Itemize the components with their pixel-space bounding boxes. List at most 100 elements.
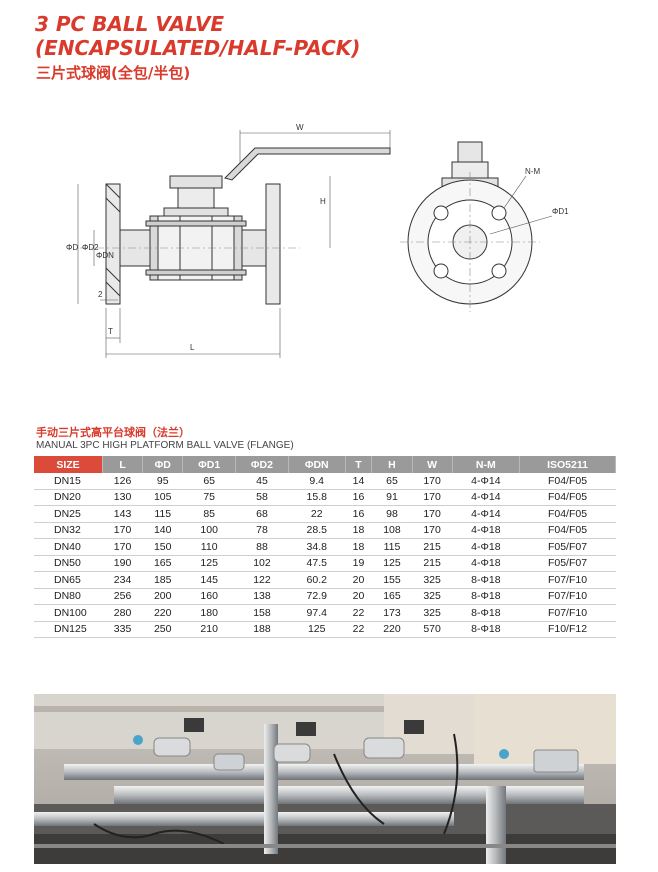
- label-t: T: [108, 327, 113, 336]
- cell-odn: 60.2: [288, 571, 346, 589]
- cell-t: 18: [345, 538, 372, 556]
- cell-od2: 45: [235, 473, 289, 490]
- cell-size: DN80: [34, 588, 103, 605]
- valve-technical-drawing: W H L T ΦD ΦD2 ΦDN 2 N-M ΦD1: [66, 123, 569, 358]
- header-od1: ΦD1: [182, 456, 237, 473]
- cell-l: 170: [102, 522, 143, 539]
- cell-h: 165: [371, 588, 413, 605]
- cell-iso: F04/F05: [519, 489, 616, 506]
- cell-w: 170: [412, 505, 453, 523]
- cell-od: 185: [142, 571, 183, 589]
- label-two: 2: [98, 290, 103, 299]
- cell-nm: 8-Φ18: [452, 621, 520, 638]
- header-nm: N-M: [452, 456, 521, 473]
- page-title: 3 PC BALL VALVE: [35, 12, 225, 36]
- cell-w: 170: [412, 522, 453, 539]
- cell-nm: 8-Φ18: [452, 588, 520, 605]
- cell-od1: 65: [182, 473, 236, 490]
- cell-t: 14: [345, 473, 372, 490]
- label-w: W: [296, 123, 304, 132]
- table-caption-chinese: 手动三片式高平台球阀（法兰）: [36, 426, 190, 439]
- cell-nm: 8-Φ18: [452, 604, 520, 622]
- cell-size: DN40: [34, 538, 103, 556]
- cell-t: 16: [345, 489, 372, 506]
- cell-h: 155: [371, 571, 413, 589]
- cell-odn: 15.8: [288, 489, 346, 506]
- cell-h: 98: [371, 505, 413, 523]
- cell-size: DN100: [34, 604, 103, 622]
- cell-iso: F05/F07: [519, 538, 616, 556]
- cell-nm: 4-Φ14: [452, 505, 520, 523]
- cell-iso: F04/F05: [519, 473, 616, 490]
- cell-l: 234: [102, 571, 143, 589]
- cell-od1: 180: [182, 604, 236, 622]
- label-odn: ΦDN: [96, 251, 114, 260]
- cell-iso: F05/F07: [519, 555, 616, 572]
- header-iso: ISO5211: [519, 456, 616, 473]
- cell-h: 108: [371, 522, 413, 539]
- cell-l: 335: [102, 621, 143, 638]
- cell-l: 280: [102, 604, 143, 622]
- cell-od: 105: [142, 489, 183, 506]
- cell-od2: 138: [235, 588, 289, 605]
- cell-od2: 102: [235, 555, 289, 572]
- cell-od2: 68: [235, 505, 289, 523]
- table-header-row: SIZE L ΦD ΦD1 ΦD2 ΦDN T H W N-M ISO5211: [34, 456, 616, 473]
- specification-table: SIZE L ΦD ΦD1 ΦD2 ΦDN T H W N-M ISO5211 …: [34, 456, 616, 638]
- label-od1: ΦD1: [552, 207, 569, 216]
- cell-nm: 4-Φ14: [452, 489, 520, 506]
- cell-od2: 158: [235, 604, 289, 622]
- label-nm: N-M: [525, 167, 540, 176]
- cell-w: 170: [412, 473, 453, 490]
- cell-iso: F07/F10: [519, 588, 616, 605]
- cell-odn: 28.5: [288, 522, 346, 539]
- cell-t: 16: [345, 505, 372, 523]
- label-od: ΦD: [66, 243, 78, 252]
- cell-odn: 22: [288, 505, 346, 523]
- cell-od1: 145: [182, 571, 236, 589]
- cell-w: 215: [412, 555, 453, 572]
- header-od: ΦD: [142, 456, 184, 473]
- cell-od2: 88: [235, 538, 289, 556]
- cell-od2: 78: [235, 522, 289, 539]
- cell-l: 143: [102, 505, 143, 523]
- header-t: T: [345, 456, 373, 473]
- cell-od: 140: [142, 522, 183, 539]
- cell-h: 125: [371, 555, 413, 572]
- cell-l: 190: [102, 555, 143, 572]
- header-odn: ΦDN: [288, 456, 346, 473]
- cell-t: 18: [345, 522, 372, 539]
- cell-size: DN32: [34, 522, 103, 539]
- table-caption-english: MANUAL 3PC HIGH PLATFORM BALL VALVE (FLA…: [36, 440, 294, 451]
- cell-w: 570: [412, 621, 453, 638]
- cell-od1: 110: [182, 538, 236, 556]
- cell-iso: F07/F10: [519, 604, 616, 622]
- cell-h: 91: [371, 489, 413, 506]
- cell-l: 170: [102, 538, 143, 556]
- cell-od1: 85: [182, 505, 236, 523]
- cell-od: 200: [142, 588, 183, 605]
- label-od2: ΦD2: [82, 243, 99, 252]
- cell-od1: 75: [182, 489, 236, 506]
- cell-odn: 34.8: [288, 538, 346, 556]
- cell-size: DN65: [34, 571, 103, 589]
- cell-size: DN15: [34, 473, 103, 490]
- cell-l: 256: [102, 588, 143, 605]
- cell-size: DN20: [34, 489, 103, 506]
- cell-od: 220: [142, 604, 183, 622]
- cell-od: 165: [142, 555, 183, 572]
- cell-h: 173: [371, 604, 413, 622]
- cell-nm: 4-Φ18: [452, 538, 520, 556]
- cell-l: 126: [102, 473, 143, 490]
- cell-od1: 125: [182, 555, 236, 572]
- label-l: L: [190, 343, 195, 352]
